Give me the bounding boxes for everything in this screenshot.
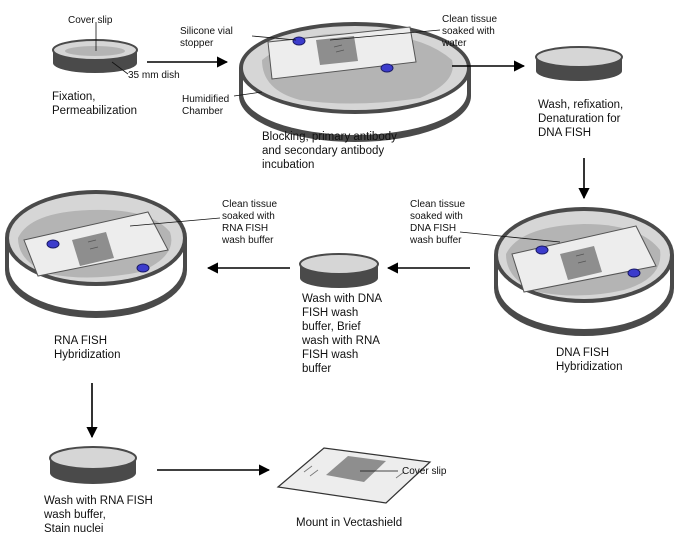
small-dish-wash-refix [535,46,623,81]
label-blocking: Blocking, primary antibody and secondary… [262,131,400,171]
label-tissue-dna-buffer: Clean tissue soaked with DNA FISH wash b… [409,199,468,246]
label-dna-hyb: DNA FISH Hybridization [556,347,622,373]
label-rna-hyb: RNA FISH Hybridization [54,335,120,361]
flow-arrows [86,56,590,476]
small-dish-wash-dna-rna [299,253,379,288]
humidified-chamber-rna-fish [5,190,187,318]
label-tissue-rna-buffer: Clean tissue soaked with RNA FISH wash b… [221,199,280,246]
mounted-slide [276,447,432,504]
humidified-chamber-blocking [239,22,471,142]
label-cover-slip-bottom: Cover slip [402,466,447,477]
label-wash-rna-stain: Wash with RNA FISH wash buffer, Stain nu… [43,495,156,535]
label-tissue-water: Clean tissue soaked with water [441,14,500,49]
label-35mm-dish: 35 mm dish [128,70,180,81]
label-humidified-chamber: Humidified Chamber [182,94,232,117]
label-cover-slip-top: Cover slip [68,15,113,26]
humidified-chamber-dna-fish [494,207,674,336]
label-wash-refix: Wash, refixation, Denaturation for DNA F… [538,99,626,139]
label-mount: Mount in Vectashield [296,517,402,529]
label-fixation: Fixation, Permeabilization [52,91,137,117]
small-dish-fixation [52,39,138,73]
small-dish-wash-rna-stain [49,446,137,484]
label-silicone-stopper: Silicone vial stopper [180,26,236,49]
label-wash-dna-rna: Wash with DNA FISH wash buffer, Brief wa… [301,293,385,375]
